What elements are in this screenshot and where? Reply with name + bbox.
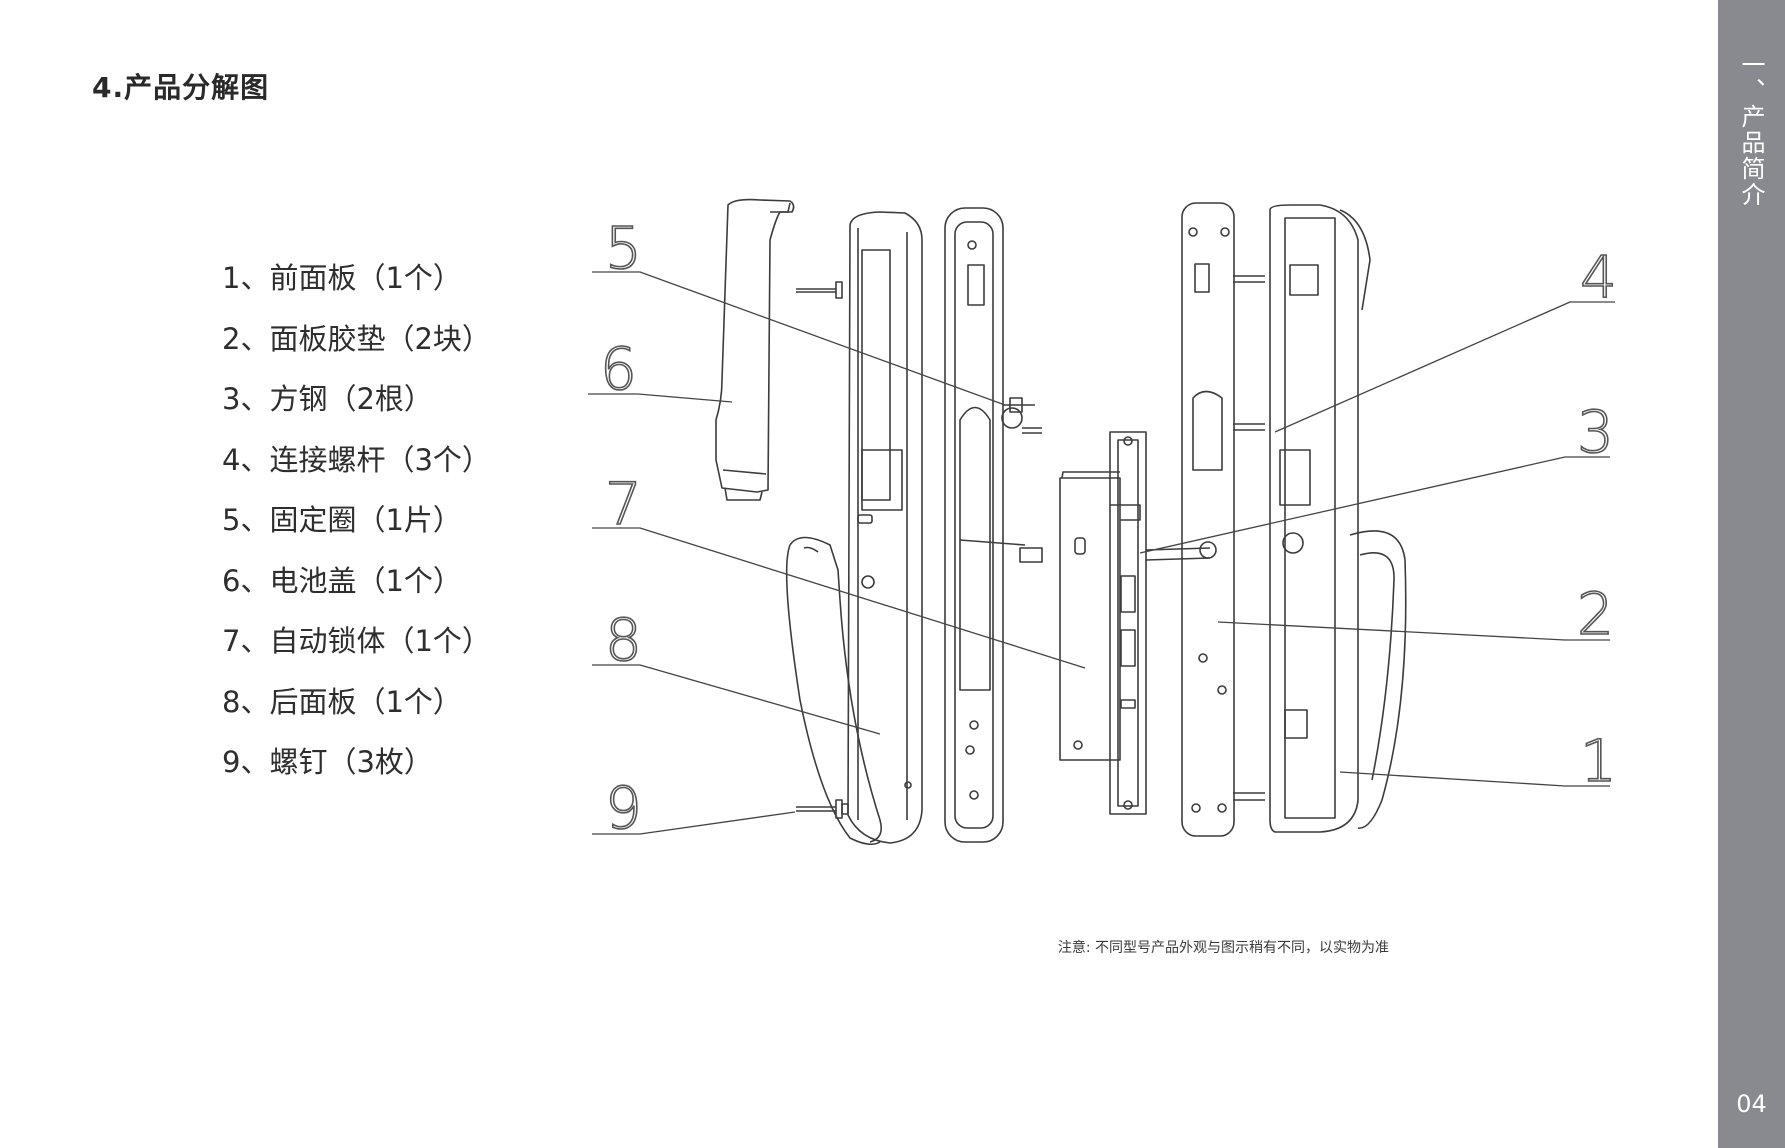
lock-body-drawing <box>1059 431 1211 815</box>
part-item-connecting-screw: 4、连接螺杆（3个） <box>222 442 491 477</box>
part-item-front-panel: 1、前面板（1个） <box>222 261 462 295</box>
front-panel-drawing <box>785 211 923 846</box>
callout-6: 6 <box>600 335 637 403</box>
parts-list: 1、前面板（1个） 2、面板胶垫（2块） 3、方钢（2根） 4、连接螺杆（3个）… <box>222 248 491 793</box>
part-item-screws: 9、螺钉（3枚） <box>222 745 433 779</box>
callout-5: 5 <box>605 214 642 282</box>
callout-9: 9 <box>605 774 642 842</box>
section-side-tab: 一、产品简介 04 <box>1718 0 1785 1148</box>
fixing-ring-drawing <box>1001 407 1042 434</box>
page-title: 4.产品分解图 <box>92 71 270 104</box>
part-item-lock-body: 7、自动锁体（1个） <box>222 624 491 658</box>
disclaimer-note: 注意: 不同型号产品外观与图示稍有不同，以实物为准 <box>1057 940 1389 956</box>
battery-cover-drawing <box>715 198 795 501</box>
callout-4: 4 <box>1580 243 1617 311</box>
leader-lines <box>588 271 1615 835</box>
gasket-right-drawing <box>1181 202 1265 837</box>
part-item-back-panel: 8、后面板（1个） <box>222 684 462 719</box>
callout-8: 8 <box>605 606 642 674</box>
callout-1: 1 <box>1580 727 1617 795</box>
callout-7: 7 <box>605 470 642 538</box>
gasket-left-drawing <box>944 207 1043 843</box>
callout-2: 2 <box>1577 580 1614 648</box>
page-number: 04 <box>1736 1090 1767 1118</box>
part-item-square-bar: 3、方钢（2根） <box>222 382 433 416</box>
part-item-battery-cover: 6、电池盖（1个） <box>222 563 462 598</box>
back-panel-drawing <box>1269 204 1407 833</box>
part-item-gasket: 2、面板胶垫（2块） <box>222 321 491 356</box>
screw-bottom-drawing <box>796 799 849 819</box>
section-label: 一、产品简介 <box>1737 52 1765 208</box>
screw-top-drawing <box>796 281 843 299</box>
exploded-view-diagram: 5 6 7 8 9 4 3 2 1 <box>588 198 1618 846</box>
part-item-fixing-ring: 5、固定圈（1片） <box>222 503 462 537</box>
callout-3: 3 <box>1577 398 1614 466</box>
